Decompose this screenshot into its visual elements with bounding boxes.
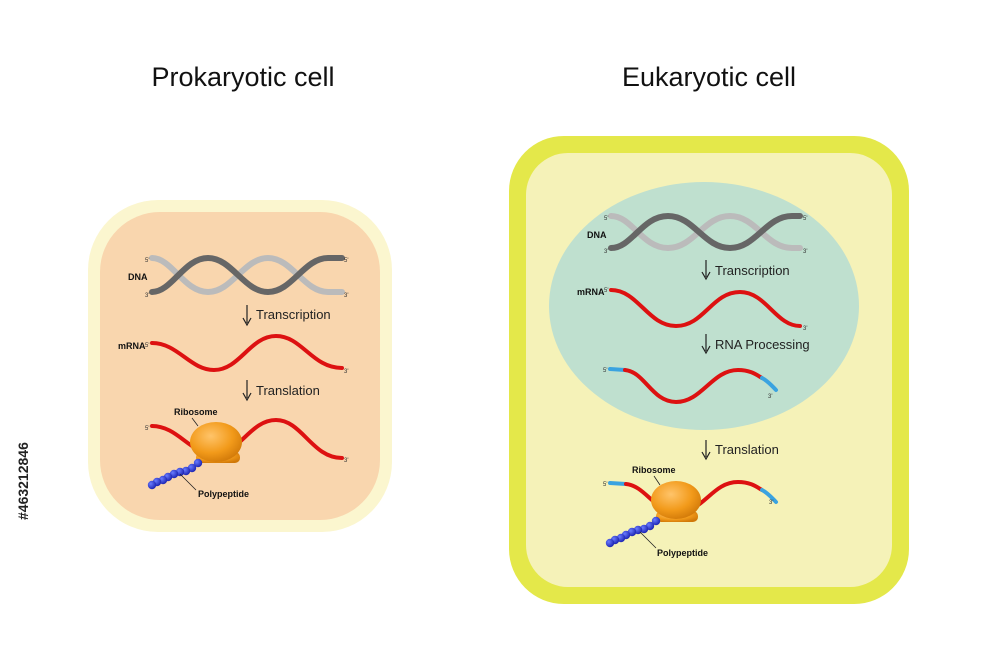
euk-translating-polya-tail xyxy=(760,488,778,504)
euk-dna-3prime: 3' xyxy=(604,249,608,255)
euk-translating-mrna-strand xyxy=(624,479,764,515)
euk-mrna-label: mRNA xyxy=(577,287,605,297)
prokaryotic-cell-title: Prokaryotic cell xyxy=(151,62,334,92)
euk-polypeptide-pointer xyxy=(639,531,657,549)
prok-translating-mrna xyxy=(150,417,344,460)
euk-processed-5prime: 5' xyxy=(603,368,607,374)
euk-ribosome xyxy=(651,481,701,522)
prok-ribosome-pointer xyxy=(191,417,199,427)
euk-processed-mrna-strand xyxy=(623,367,764,405)
prok-mrna-5prime: 5' xyxy=(145,343,149,349)
euk-mrna-5prime: 5' xyxy=(604,288,608,294)
euk-rna-processing-arrowhead xyxy=(701,345,711,355)
stock-id-text: #463212846 xyxy=(15,442,31,520)
euk-translating-3prime: 3' xyxy=(769,500,773,506)
prok-polypeptide-label: Polypeptide xyxy=(198,489,249,499)
prok-dna-3prime: 3' xyxy=(145,293,149,299)
euk-dna-3prime-right: 3' xyxy=(803,249,807,255)
euk-translation-arrowhead xyxy=(701,451,711,461)
prok-dna-5prime-right: 5' xyxy=(344,258,348,264)
euk-mrna-3prime: 3' xyxy=(803,326,807,332)
prok-amino-acid-bead xyxy=(147,480,157,490)
prok-dna-strand-dark xyxy=(149,254,345,296)
prok-mrna-label: mRNA xyxy=(118,341,146,351)
prok-ribosome-label: Ribosome xyxy=(174,407,218,417)
prok-dna-label: DNA xyxy=(128,272,148,282)
prok-ribosome-large-subunit xyxy=(190,422,242,462)
prok-dna-3prime-right: 3' xyxy=(344,293,348,299)
prok-polypeptide-chain xyxy=(147,458,203,490)
prok-mrna-3prime: 3' xyxy=(344,369,348,375)
prokaryote-dna-helix xyxy=(149,254,345,296)
prok-mrna-strand xyxy=(150,333,344,373)
euk-dna-label: DNA xyxy=(587,230,607,240)
euk-polypeptide-label: Polypeptide xyxy=(657,548,708,558)
prok-translation-arrowhead xyxy=(242,392,252,402)
prok-mrna2-5prime: 5' xyxy=(145,426,149,432)
prok-dna-strand-light xyxy=(149,254,345,296)
eukaryote-nucleus xyxy=(549,182,859,430)
euk-amino-acid-bead xyxy=(605,538,615,548)
euk-ribosome-label: Ribosome xyxy=(632,465,676,475)
euk-amino-acid-bead xyxy=(651,516,661,526)
euk-polypeptide-chain xyxy=(605,516,661,548)
euk-translating-5prime: 5' xyxy=(603,482,607,488)
euk-dna-strand-dark xyxy=(608,212,803,252)
prok-ribosome xyxy=(190,422,242,463)
euk-ribosome-large-subunit xyxy=(651,481,701,519)
euk-dna-strand-light xyxy=(608,212,803,252)
prok-mrna2-3prime: 3' xyxy=(344,458,348,464)
euk-translating-5cap xyxy=(608,481,628,486)
euk-pre-mrna-strand xyxy=(609,288,802,329)
euk-translation-label: Translation xyxy=(715,442,779,457)
euk-dna-helix xyxy=(608,212,803,252)
euk-processed-polya-tail xyxy=(760,376,778,392)
euk-ribosome-pointer xyxy=(653,475,661,486)
euk-processed-5cap xyxy=(608,367,627,372)
prok-transcription-arrowhead xyxy=(242,317,252,327)
prok-amino-acid-bead xyxy=(193,458,203,468)
prok-transcription-label: Transcription xyxy=(256,307,331,322)
euk-transcription-arrowhead xyxy=(701,271,711,281)
euk-transcription-label: Transcription xyxy=(715,263,790,278)
eukaryotic-cell-title: Eukaryotic cell xyxy=(622,62,796,92)
eukaryotic-cell: DNA 5' 3' 5' 3' Transcription mRNA 5' 3'… xyxy=(509,136,909,604)
prok-polypeptide-pointer xyxy=(179,473,197,491)
euk-dna-5prime: 5' xyxy=(604,216,608,222)
prok-translation-label: Translation xyxy=(256,383,320,398)
prok-dna-5prime: 5' xyxy=(145,258,149,264)
euk-rna-processing-label: RNA Processing xyxy=(715,337,810,352)
euk-processed-3prime: 3' xyxy=(768,394,772,400)
euk-dna-5prime-right: 5' xyxy=(803,216,807,222)
prokaryotic-cell: DNA 5' 3' 5' 3' Transcription mRNA 5' 3'… xyxy=(88,200,392,532)
